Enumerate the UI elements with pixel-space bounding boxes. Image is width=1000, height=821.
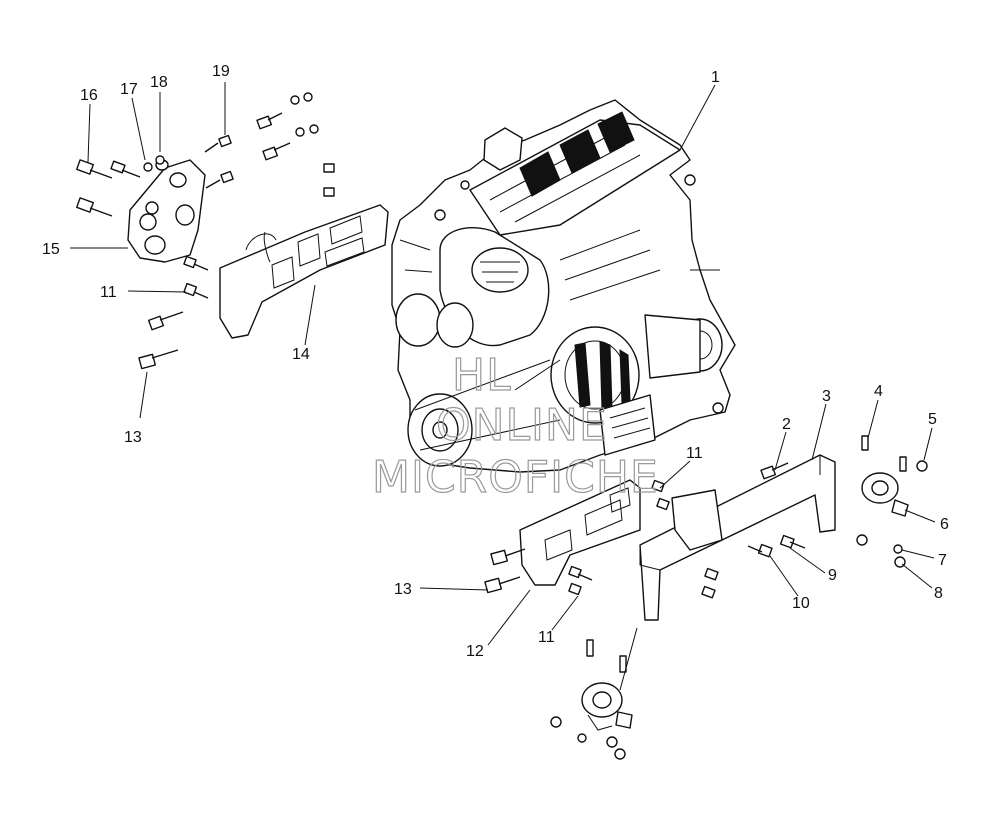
callout-14: 14	[292, 346, 310, 363]
callout-18: 18	[150, 74, 168, 91]
callout-15: 15	[42, 241, 60, 258]
callout-13-left: 13	[124, 429, 142, 446]
callout-13-right: 13	[394, 581, 412, 598]
callout-11-left: 11	[100, 284, 117, 301]
right-group-bolts	[484, 435, 928, 760]
callout-7: 7	[938, 552, 947, 569]
callout-19: 19	[212, 63, 230, 80]
engine-assembly	[391, 99, 736, 473]
callout-3: 3	[822, 388, 831, 405]
right-mount-bracket-plate	[519, 479, 641, 586]
callout-9: 9	[828, 567, 837, 584]
left-engine-mount-isolator	[127, 159, 206, 263]
watermark: HL ONLINE MICROFICHE	[371, 349, 659, 503]
callout-17: 17	[120, 81, 138, 98]
left-group-bolts	[76, 92, 335, 370]
callout-5: 5	[928, 411, 937, 428]
callout-6: 6	[940, 516, 949, 533]
callout-8: 8	[934, 585, 943, 602]
callout-16: 16	[80, 87, 98, 104]
lower-engine-mount-isolator	[581, 682, 633, 731]
watermark-line-2: ONLINE	[436, 400, 608, 451]
watermark-line-3: MICROFICHE	[372, 452, 659, 503]
callout-1: 1	[711, 69, 720, 86]
callout-10: 10	[792, 595, 810, 612]
right-engine-mount-isolator	[861, 472, 909, 517]
callout-11-right-lower: 11	[538, 629, 555, 646]
leader-lines	[70, 82, 936, 691]
watermark-line-1: HL	[452, 350, 512, 401]
callout-11-right-upper: 11	[686, 445, 703, 462]
left-mount-bracket-plate	[219, 204, 389, 339]
crossmember-frame	[639, 454, 836, 621]
callout-4: 4	[874, 383, 883, 400]
callout-labels: 1 2 3 4 5 6 7 8 9 10 11 11 11 12 13 13 1…	[42, 63, 949, 660]
callout-12: 12	[466, 643, 484, 660]
callout-2: 2	[782, 416, 791, 433]
